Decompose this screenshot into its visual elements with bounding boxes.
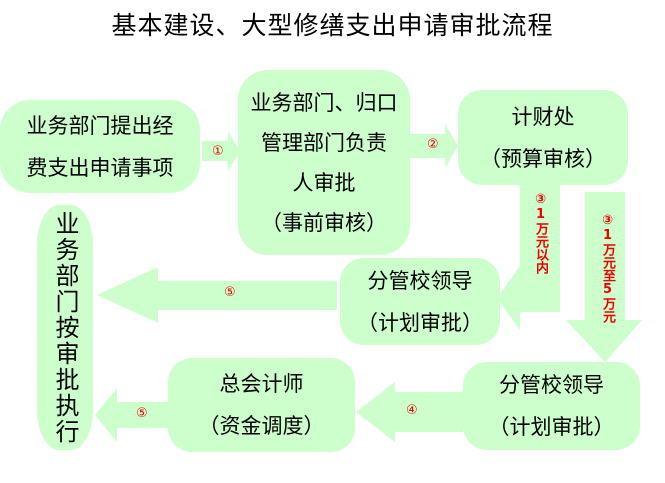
label-step3b: ③1万元至5万元 (600, 213, 615, 323)
arrow-step1 (202, 131, 240, 171)
box-leader-upper-line1: 分管校领导 (367, 268, 473, 293)
label-step3a: ③1万元以内 (533, 192, 548, 274)
box-leader-lower: 分管校领导 （计划审批） (463, 362, 640, 450)
box-dept-line2: 管理部门负责 (261, 130, 387, 155)
box-dept-line3: 人审批 (292, 170, 356, 195)
label-step2: ② (427, 137, 439, 152)
box-dept-approval: 业务部门、归口 管理部门负责 人审批 （事前审核） (238, 70, 410, 255)
box-leader-upper-line2: （计划审批） (357, 310, 483, 335)
box-finance: 计财处 （预算审核） (458, 90, 628, 185)
box-chief-line2: （资金调度） (198, 414, 325, 438)
label-step5-lower: ⑤ (136, 406, 148, 421)
box-leader-upper: 分管校领导 （计划审批） (340, 258, 500, 345)
arrow-step3b (566, 192, 642, 362)
box-dept-line1: 业务部门、归口 (250, 90, 398, 115)
box-apply: 业务部门提出经 费支出申请事项 (0, 100, 200, 193)
box-leader-lower-line1: 分管校领导 (499, 373, 604, 397)
box-dept-line4: （事前审核） (261, 210, 387, 235)
box-apply-line1: 业务部门提出经 (26, 113, 174, 138)
page-title: 基本建设、大型修缮支出申请审批流程 (111, 11, 554, 40)
box-execute-text: 业务部门按审批执行 (51, 210, 79, 445)
box-apply-line2: 费支出申请事项 (26, 155, 174, 180)
box-chief-accountant: 总会计师 （资金调度） (168, 358, 355, 452)
arrow-step2 (410, 124, 458, 168)
arrow-step4 (356, 382, 463, 442)
arrow-step5-upper (97, 267, 337, 323)
label-step1: ① (212, 144, 224, 159)
box-finance-line1: 计财处 (511, 104, 575, 129)
arrow-step5-lower (95, 388, 170, 442)
box-execute: 业务部门按审批执行 (37, 205, 93, 450)
box-leader-lower-line2: （计划审批） (488, 415, 615, 439)
label-step5-upper: ⑤ (224, 285, 236, 300)
arrow-step3a (497, 185, 560, 330)
box-chief-line1: 总会计师 (219, 372, 304, 396)
label-step4: ④ (406, 403, 418, 418)
box-finance-line2: （预算审核） (480, 146, 606, 171)
